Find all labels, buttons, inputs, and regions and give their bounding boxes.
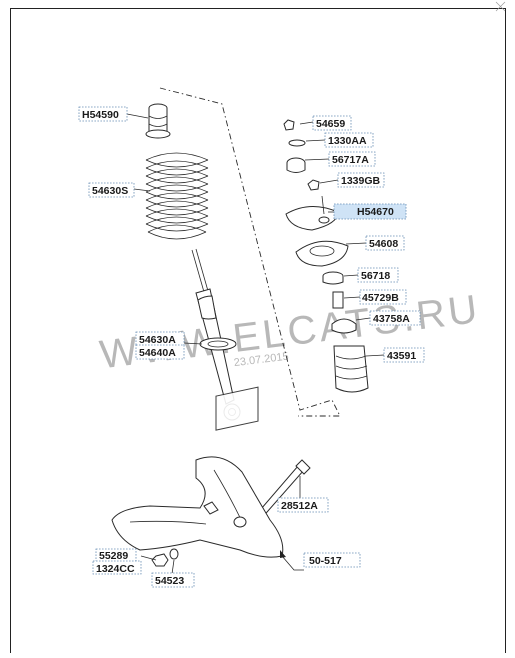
leader-lines: [126, 113, 385, 575]
callout-56717a-text: 56717A: [332, 154, 369, 166]
callout-54608[interactable]: 54608: [365, 235, 405, 251]
callout-56717a[interactable]: 56717A: [328, 151, 376, 167]
callout-43758a-text: 43758A: [373, 313, 410, 325]
callout-50-517[interactable]: 50-517: [303, 552, 361, 568]
callout-50-517-text: 50-517: [309, 555, 342, 567]
callout-h54590-text: H54590: [82, 109, 119, 121]
callout-54630s[interactable]: 54630S: [88, 182, 135, 198]
diagram-border: [10, 8, 506, 658]
callout-45729b[interactable]: 45729B: [359, 289, 407, 305]
callout-1330aa-text: 1330AA: [328, 135, 367, 147]
callout-54523[interactable]: 54523: [151, 572, 195, 588]
callout-54640a[interactable]: 54640A: [135, 344, 185, 360]
corner-mark: [495, 1, 506, 12]
callout-54630a[interactable]: 54630A: [135, 331, 185, 347]
callout-54523-text: 54523: [155, 575, 184, 587]
callout-28512a[interactable]: 28512A: [277, 497, 329, 513]
bump-stop-part: [145, 103, 171, 139]
callout-55289-text: 55289: [99, 550, 128, 562]
lower-control-arm-part: [111, 386, 284, 558]
callout-43758a[interactable]: 43758A: [369, 310, 421, 326]
callout-1324cc[interactable]: 1324CC: [92, 560, 142, 575]
callout-43591-text: 43591: [387, 350, 416, 362]
callout-h54670-text: H54670: [357, 206, 394, 218]
callout-1339gb[interactable]: 1339GB: [337, 172, 385, 188]
callout-28512a-text: 28512A: [281, 500, 318, 512]
top-mount-parts: [283, 119, 369, 393]
nut-washer-parts: [151, 548, 179, 567]
callout-1339gb-text: 1339GB: [341, 175, 381, 187]
coil-spring-part: [145, 152, 209, 240]
callout-54659[interactable]: 54659: [312, 115, 352, 131]
arrow-head: [280, 550, 286, 558]
callout-45729b-text: 45729B: [362, 292, 399, 304]
callout-h54670[interactable]: H54670: [333, 203, 407, 220]
callout-56718-text: 56718: [361, 270, 390, 282]
callout-h54590[interactable]: H54590: [78, 106, 128, 122]
callout-54630a-text: 54630A: [139, 334, 176, 346]
callout-56718[interactable]: 56718: [357, 267, 399, 283]
callout-55289[interactable]: 55289: [95, 548, 137, 563]
callout-1330aa[interactable]: 1330AA: [324, 132, 374, 148]
callout-54608-text: 54608: [369, 238, 398, 250]
callout-54640a-text: 54640A: [139, 347, 176, 359]
callout-1324cc-text: 1324CC: [96, 563, 135, 575]
callout-54630s-text: 54630S: [92, 185, 128, 197]
callout-54659-text: 54659: [316, 118, 345, 130]
callout-43591[interactable]: 43591: [383, 347, 425, 363]
assembly-outline: [159, 87, 341, 417]
